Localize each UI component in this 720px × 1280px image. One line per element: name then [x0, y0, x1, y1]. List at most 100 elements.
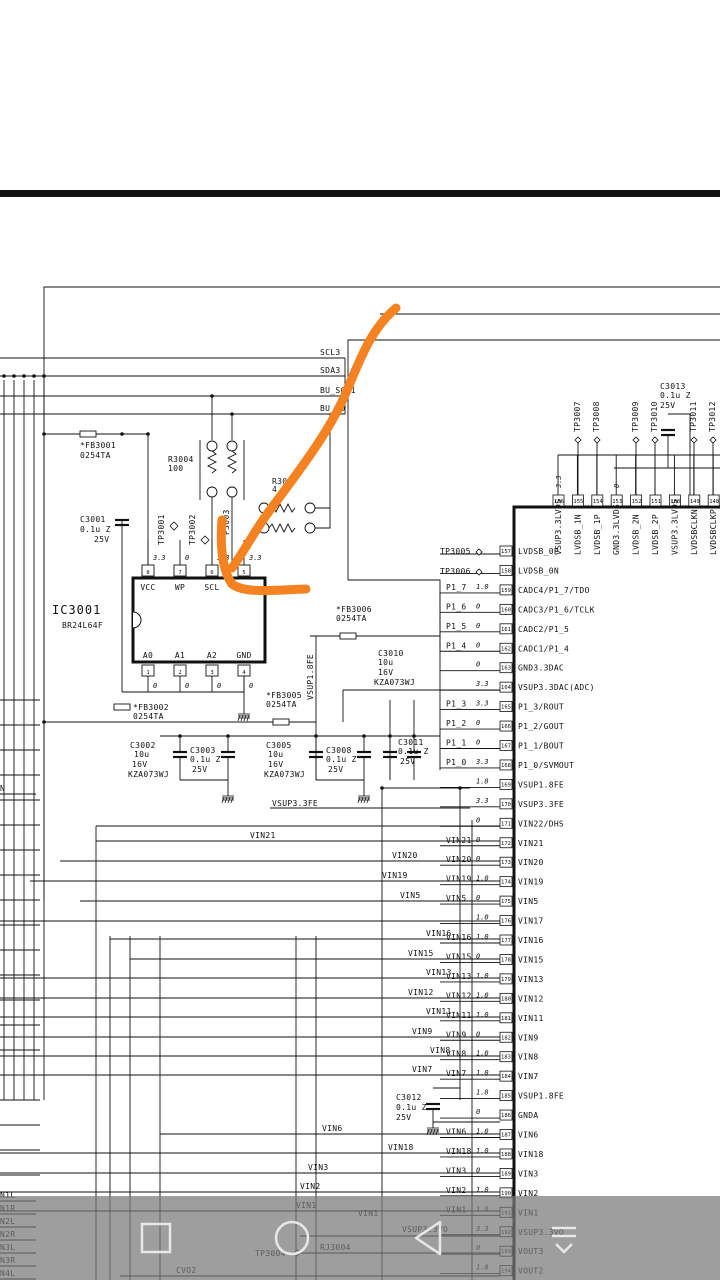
junction-dot: [146, 432, 150, 436]
main-ic-top-pin-voltage: 0: [613, 484, 621, 488]
ic-pin-box: [205, 664, 219, 677]
main-ic-pin-name: VIN2: [518, 1189, 538, 1198]
main-ic-pin-box: [499, 954, 513, 965]
c3005-label: C3005: [266, 741, 292, 750]
main-ic-pin-number: 181: [501, 1016, 511, 1022]
ic-pin-name: GND: [236, 651, 251, 660]
c3008-voltage: 25V: [328, 765, 343, 774]
main-ic-pin-voltage: 0: [476, 602, 480, 610]
main-ic-top-pin-box: [591, 494, 604, 507]
top-tp-label: TP3012: [708, 401, 717, 432]
fb3005-value: 0254TA: [266, 700, 297, 709]
junction-dot: [362, 734, 366, 738]
main-ic-pin-box: [499, 1031, 513, 1043]
resistor-pad: [304, 522, 316, 534]
tp-diamond: [709, 436, 717, 444]
ground-hatch: [224, 796, 228, 804]
main-ic-pin-name: CADC1/P1_4: [518, 644, 569, 653]
ground-hatch: [429, 1128, 433, 1136]
main-ic-pin-number: 182: [501, 1035, 511, 1041]
r3003-value: 4: [272, 485, 277, 494]
main-ic-pin-voltage: 1.0: [476, 914, 489, 922]
pin-net-label: VIN11: [446, 1011, 472, 1020]
blank-header: [0, 0, 720, 190]
main-ic-pin-voltage: 1.0: [476, 583, 489, 591]
back-icon[interactable]: [402, 1212, 454, 1264]
c3003-voltage: 25V: [192, 765, 207, 774]
main-ic-top-pin-name: LVDSB_1P: [593, 514, 602, 555]
c3002-voltage: 16V: [132, 760, 147, 769]
resistor-zigzag: [226, 450, 238, 474]
main-ic-top-pin-box: [630, 494, 642, 507]
bus-net-label: SCL3: [320, 348, 340, 357]
ground-hatch: [360, 796, 364, 804]
vin-net-label: VIN20: [392, 851, 418, 860]
junction-dot: [22, 374, 26, 378]
pin-net-label: VIN20: [446, 855, 472, 864]
r3003-net: [315, 508, 331, 529]
junction-dot: [42, 432, 46, 436]
vin-net-label: VIN3: [308, 1163, 328, 1172]
home-icon[interactable]: [266, 1212, 318, 1264]
left-edge-label: N1L: [0, 1191, 15, 1200]
main-ic-pin-voltage: 1.0: [476, 972, 489, 980]
main-ic-top-pin-box: [572, 494, 584, 507]
pin-net-label: P1_7: [446, 583, 466, 592]
junction-dot: [380, 786, 384, 790]
main-ic-pin-voltage: 1.0: [476, 933, 489, 941]
vin-net-label: VIN15: [408, 949, 434, 958]
main-ic-pin-box: [499, 798, 513, 810]
c3011-voltage: 25V: [400, 757, 415, 766]
ground-hatch: [366, 796, 370, 804]
pin-net-label: P1_4: [446, 641, 466, 650]
main-ic-pin-voltage: 0: [476, 622, 480, 630]
fb3005-label: *FB3005: [266, 691, 302, 700]
pin-net-label: VIN16: [446, 933, 472, 942]
main-ic-pin-number: 157: [501, 549, 511, 555]
main-ic-pin-number: 169: [501, 782, 511, 788]
pin-net-label: VIN3: [446, 1166, 466, 1175]
tp-diamond: [593, 436, 601, 444]
vin-net-label: VIN13: [426, 968, 452, 977]
r3004-value: 100: [168, 464, 183, 473]
pin-net-label: P1_2: [446, 719, 466, 728]
ferrite-bead-fb3001: [79, 430, 97, 438]
main-ic-pin-number: 171: [501, 821, 511, 827]
main-ic-pin-box: [499, 623, 513, 635]
main-ic-pin-box: [499, 817, 513, 829]
c3005-value: 10u: [268, 750, 283, 759]
recents-icon[interactable]: [130, 1212, 182, 1264]
main-ic-pin-number: 189: [501, 1171, 511, 1177]
main-ic-pin-number: 185: [501, 1094, 511, 1100]
main-ic-pin-number: 160: [501, 607, 511, 613]
component-layer: [2, 374, 720, 1280]
resistor-pad: [206, 440, 218, 452]
main-ic-pin-voltage: 1.0: [476, 1069, 489, 1077]
main-ic-pin-number: 188: [501, 1152, 511, 1158]
pin-net-label: P1_6: [446, 602, 466, 611]
ic-pin-name: SCL: [204, 583, 219, 592]
main-ic-pin-voltage: 0: [476, 855, 480, 863]
main-ic-pin-name: P1_0/SVMOUT: [518, 761, 574, 770]
main-ic-pin-name: VSUP1.8FE: [518, 780, 564, 789]
main-ic-pin-box: [499, 973, 513, 985]
ground-hatch: [426, 1128, 430, 1136]
main-ic-pin-box: [499, 992, 513, 1004]
main-ic-pin-name: VIN16: [518, 936, 544, 945]
main-ic-pin-box: [499, 545, 513, 557]
main-ic-pin-name: GNDA: [518, 1111, 538, 1120]
junction-dot: [178, 734, 182, 738]
resistor-pad: [304, 502, 316, 514]
c3010-part: KZA073WJ: [374, 678, 415, 687]
main-ic-top-pin-name: LVDSB_2N: [632, 514, 641, 555]
main-ic-body: [512, 505, 720, 1280]
menu-icon[interactable]: [538, 1212, 590, 1264]
vin-net-label: VIN6: [322, 1124, 342, 1133]
c3005-part: KZA073WJ: [264, 770, 305, 779]
left-edge-label: N: [0, 784, 5, 793]
c3012-label: C3012: [396, 1093, 422, 1102]
c3013-net: [668, 413, 691, 495]
c3013-label: C3013: [660, 382, 686, 391]
c3013-voltage: 25V: [660, 401, 675, 410]
fb3002-value: 0254TA: [133, 712, 164, 721]
